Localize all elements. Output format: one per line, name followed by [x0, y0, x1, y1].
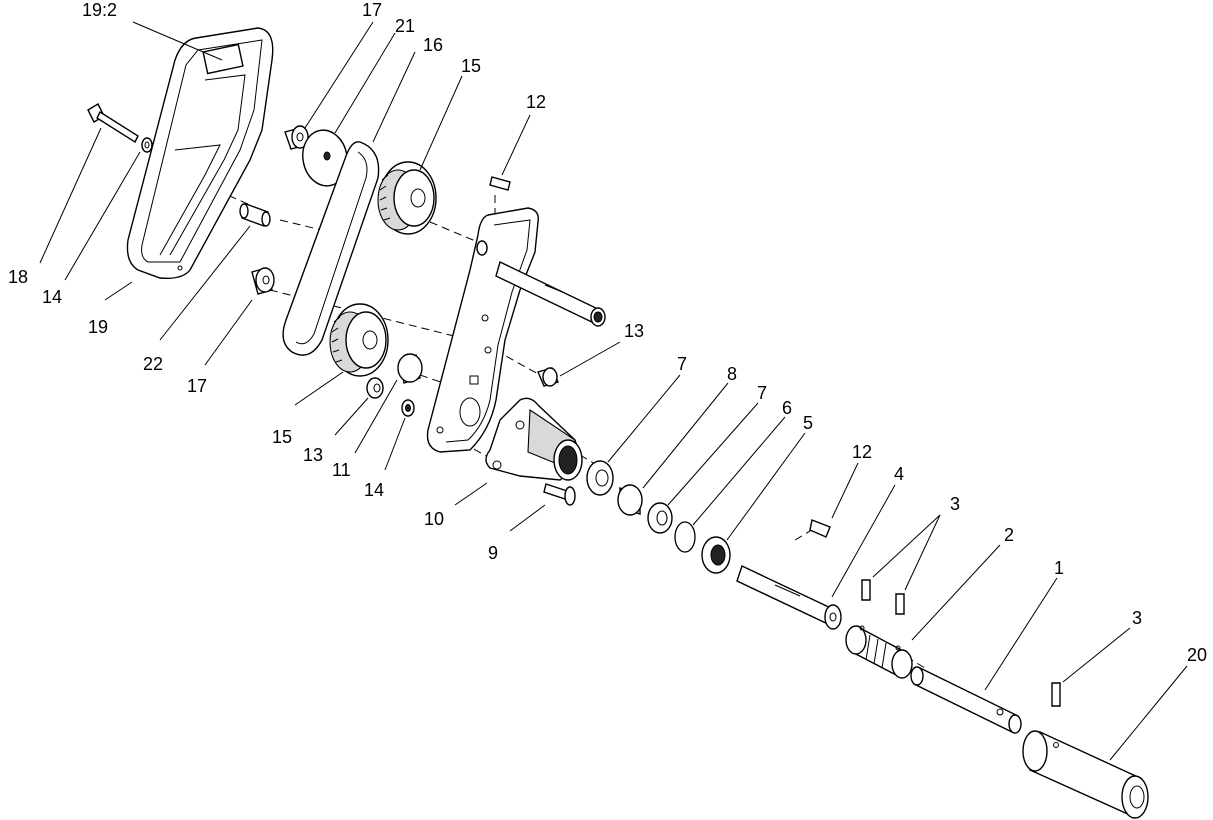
bushing-part-17-bottom: [251, 267, 275, 295]
callout-11: 11: [332, 460, 351, 480]
callout-7-first: 7: [677, 354, 687, 374]
tube-part-20: [1022, 730, 1149, 819]
callout-13-left: 13: [303, 445, 323, 465]
callout-17-top: 17: [362, 0, 382, 20]
belt-cover-part-19: [126, 27, 274, 280]
bolt-part-9: [543, 483, 576, 506]
seal-part-5: [701, 536, 731, 574]
key-part-12-top: [489, 176, 511, 191]
shaft-part-4: [736, 565, 842, 630]
callout-13-right: 13: [624, 321, 644, 341]
spacer-part-11: [397, 353, 423, 384]
callout-12-top: 12: [526, 92, 546, 112]
callout-18: 18: [8, 267, 28, 287]
callout-19-2: 19:2: [82, 0, 117, 20]
callout-22: 22: [143, 354, 163, 374]
callout-4: 4: [894, 464, 904, 484]
callout-17-bottom: 17: [187, 376, 207, 396]
callout-9: 9: [488, 543, 498, 563]
callout-19: 19: [88, 317, 108, 337]
callout-15-bottom: 15: [272, 427, 292, 447]
callout-12-bottom: 12: [852, 442, 872, 462]
shaft-part-1: [910, 666, 1022, 734]
washer-part-14-bottom: [401, 399, 415, 417]
callout-10: 10: [424, 509, 444, 529]
bearing-part-7-second: [647, 502, 673, 534]
callout-labels: 19:2 17 21 16 15 12 18 14 19 22 17 13 15…: [8, 0, 1207, 665]
bearing-housing-part-10: [485, 397, 583, 481]
key-part-12-bottom: [809, 519, 831, 538]
callout-7-second: 7: [757, 383, 767, 403]
callout-3-bottom: 3: [1132, 608, 1142, 628]
callout-20: 20: [1187, 645, 1207, 665]
leader-lines: [39, 21, 1188, 761]
callout-15-top: 15: [461, 56, 481, 76]
callout-1: 1: [1054, 558, 1064, 578]
spacer-part-8: [617, 484, 643, 516]
callout-6: 6: [782, 398, 792, 418]
callout-3-top: 3: [950, 494, 960, 514]
callout-14-top: 14: [42, 287, 62, 307]
callout-16: 16: [423, 35, 443, 55]
roll-pin-part-3-b: [895, 593, 905, 615]
bearing-part-7-first: [586, 460, 614, 496]
belt-part-16: [282, 141, 380, 356]
callout-5: 5: [803, 413, 813, 433]
upper-shaft: [495, 261, 606, 327]
washer-part-14-top: [141, 137, 153, 153]
bushing-part-17-top: [284, 125, 309, 150]
roll-pin-part-3-c: [1051, 682, 1061, 707]
roll-pin-part-3-a: [861, 579, 871, 601]
callout-14-bottom: 14: [364, 480, 384, 500]
pulley-part-15-top: [377, 161, 437, 235]
snap-ring-part-6: [674, 521, 696, 553]
nut-part-13-left: [366, 377, 384, 399]
bolt-part-18: [87, 103, 139, 144]
pulley-part-15-bottom: [329, 303, 389, 377]
callout-2: 2: [1004, 525, 1014, 545]
coupling-part-2: [845, 625, 913, 679]
callout-21: 21: [395, 16, 415, 36]
spacer-part-22: [239, 203, 271, 227]
nut-part-13-right: [537, 367, 559, 387]
callout-8: 8: [727, 364, 737, 384]
washer-part-21: [302, 129, 348, 187]
